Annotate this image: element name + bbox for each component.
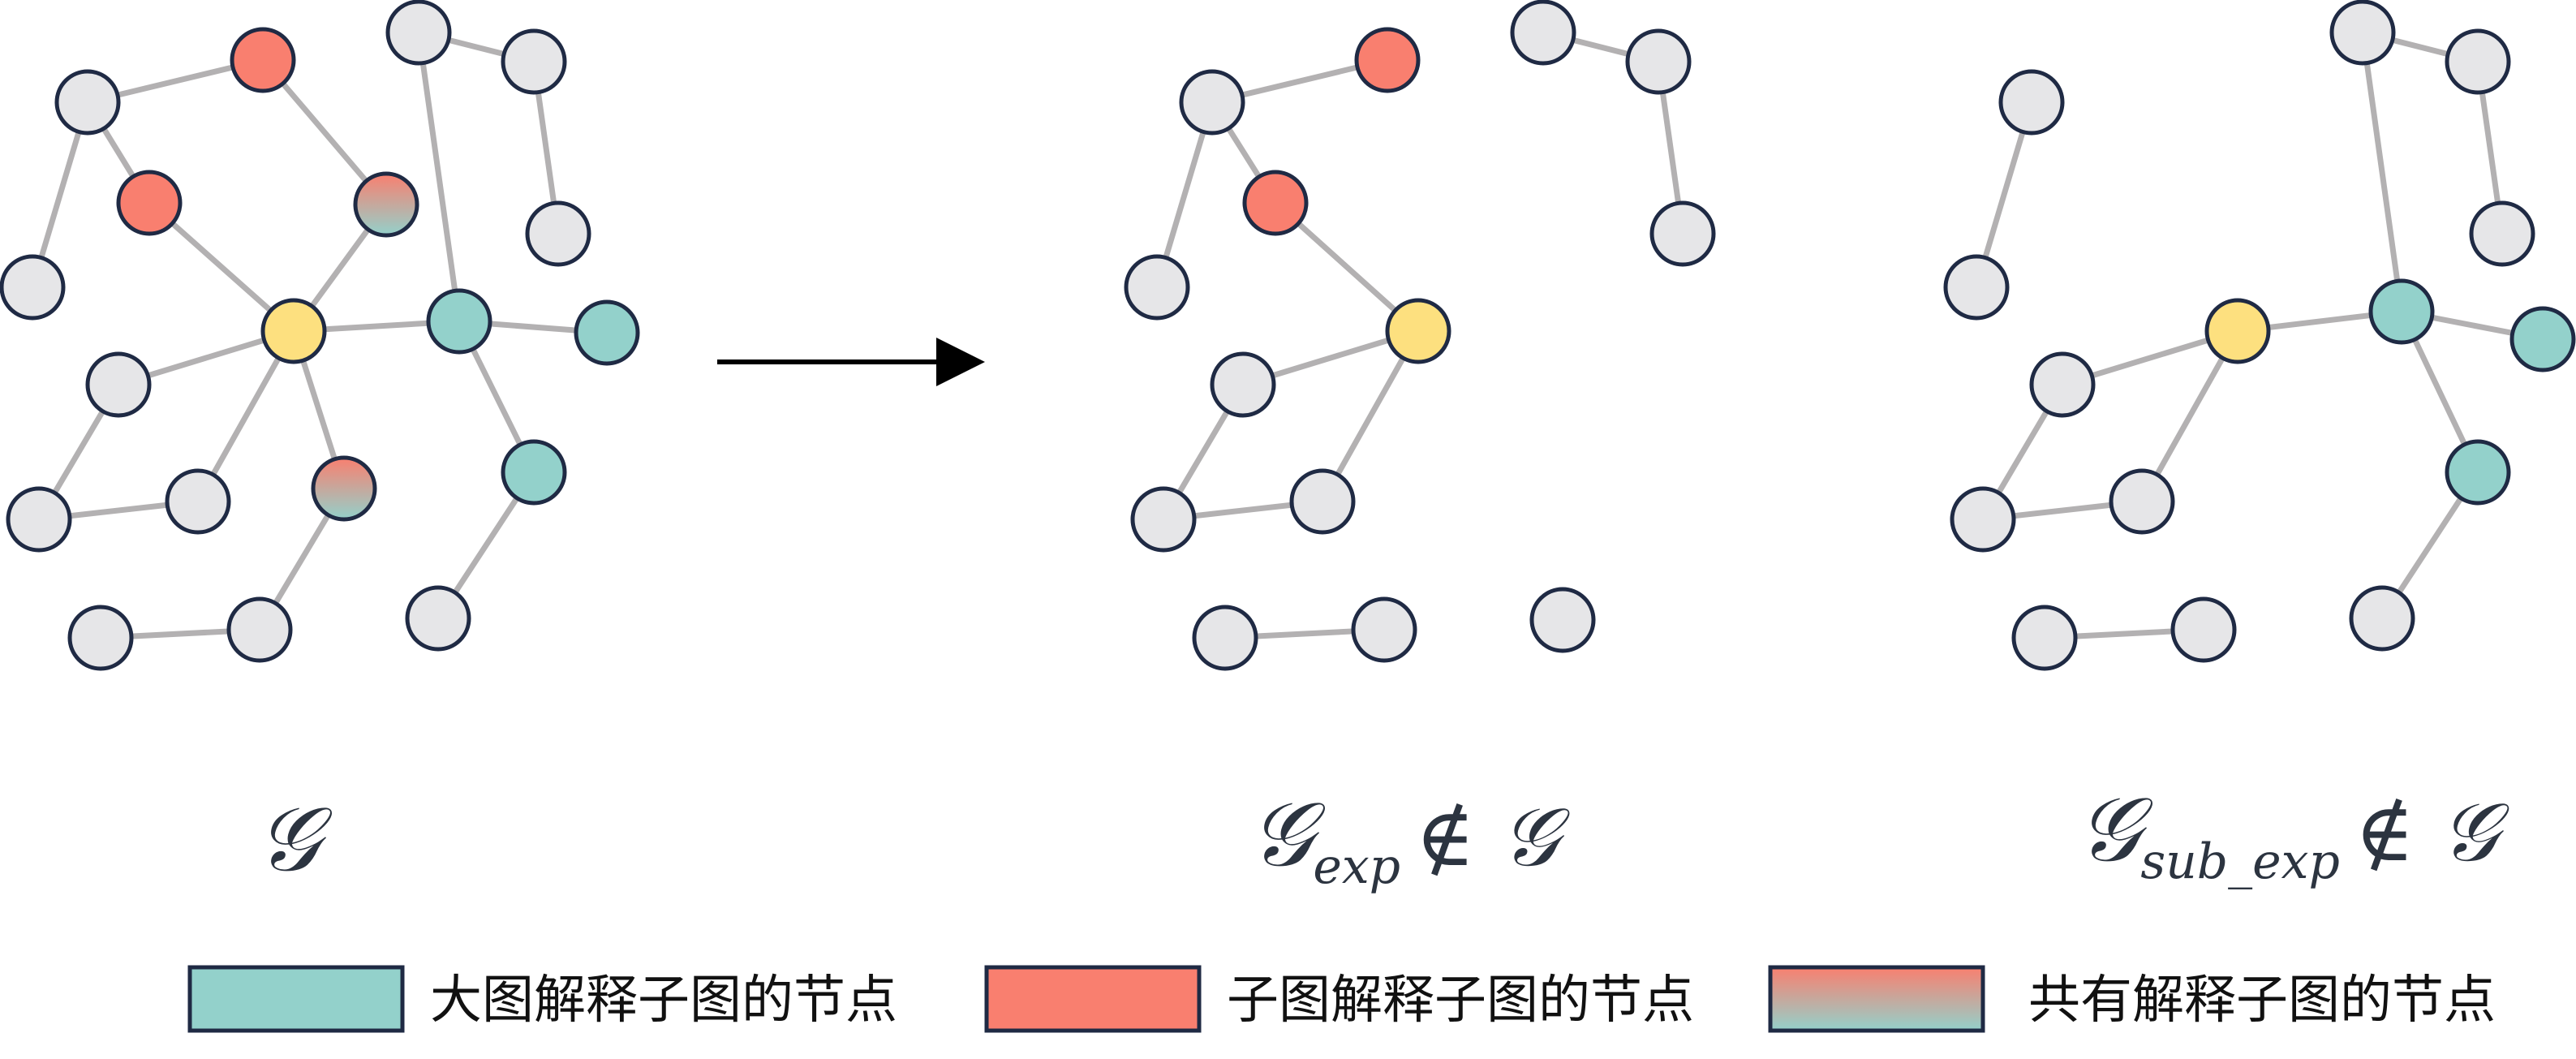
node [1289,468,1356,535]
node-subgraph [116,170,183,236]
node [2170,596,2237,663]
node [1351,596,1417,663]
label-exp-graph: 𝒢exp∉ 𝒢 [1249,782,1571,895]
legend-swatch-shared [1768,965,1985,1033]
node-subgraph [1242,170,1309,236]
graph-exp-nodes [1124,0,1716,671]
legend-swatch-large-graph [187,965,405,1033]
node-subgraph [1354,27,1421,93]
node [1210,351,1276,418]
node [1943,254,2010,321]
node-large-graph [2445,439,2511,506]
legend-label: 共有解释子图的节点 [2028,971,2496,1031]
node-subgraph [230,27,296,93]
legend-label: 大图解释子图的节点 [430,971,897,1031]
node [165,468,231,535]
legend: 大图解释子图的节点 子图解释子图的节点 共有解释子图的节点 [187,965,2496,1033]
node-center [2204,298,2271,364]
node-shared [353,171,419,238]
node-center [260,298,327,364]
legend-swatch-subgraph [984,965,1202,1033]
node [2011,605,2078,671]
node [1950,486,2016,553]
node [2445,28,2511,95]
legend-label: 子图解释子图的节点 [1227,971,1694,1031]
node [525,200,591,267]
graph-original-nodes [0,0,640,671]
node [2029,351,2096,418]
node [1649,200,1716,267]
node-large-graph [2368,278,2435,345]
graph-sub-exp-nodes [1943,0,2576,671]
graph-original [0,0,640,671]
legend-item-subgraph: 子图解释子图的节点 [984,965,1694,1033]
node-shared [311,455,377,522]
node [85,351,152,418]
node [1130,486,1197,553]
node [2469,200,2535,267]
node-large-graph [574,299,640,366]
node-large-graph [426,288,492,355]
graph-exp [1124,0,1716,671]
node [1124,254,1190,321]
label-original-graph: 𝒢 [256,787,333,891]
legend-item-shared: 共有解释子图的节点 [1768,965,2496,1033]
node-large-graph [2509,306,2576,372]
node [1529,587,1596,653]
node [226,596,293,663]
node [1179,69,1245,136]
node [6,486,72,553]
node [1625,28,1692,95]
node [405,585,471,652]
node [385,0,452,66]
node [2329,0,2396,66]
legend-item-large-graph: 大图解释子图的节点 [187,965,897,1033]
node-center [1385,298,1451,364]
node [0,254,66,321]
graph-sub-exp [1943,0,2576,671]
node [1192,605,1258,671]
node [67,605,134,671]
node [501,28,567,95]
node [2349,585,2415,652]
label-sub-exp-graph: 𝒢sub_exp∉ 𝒢 [2077,777,2510,890]
node-large-graph [501,439,567,506]
node [54,69,121,136]
node [2109,468,2175,535]
node [1510,0,1576,66]
node [1998,69,2065,136]
